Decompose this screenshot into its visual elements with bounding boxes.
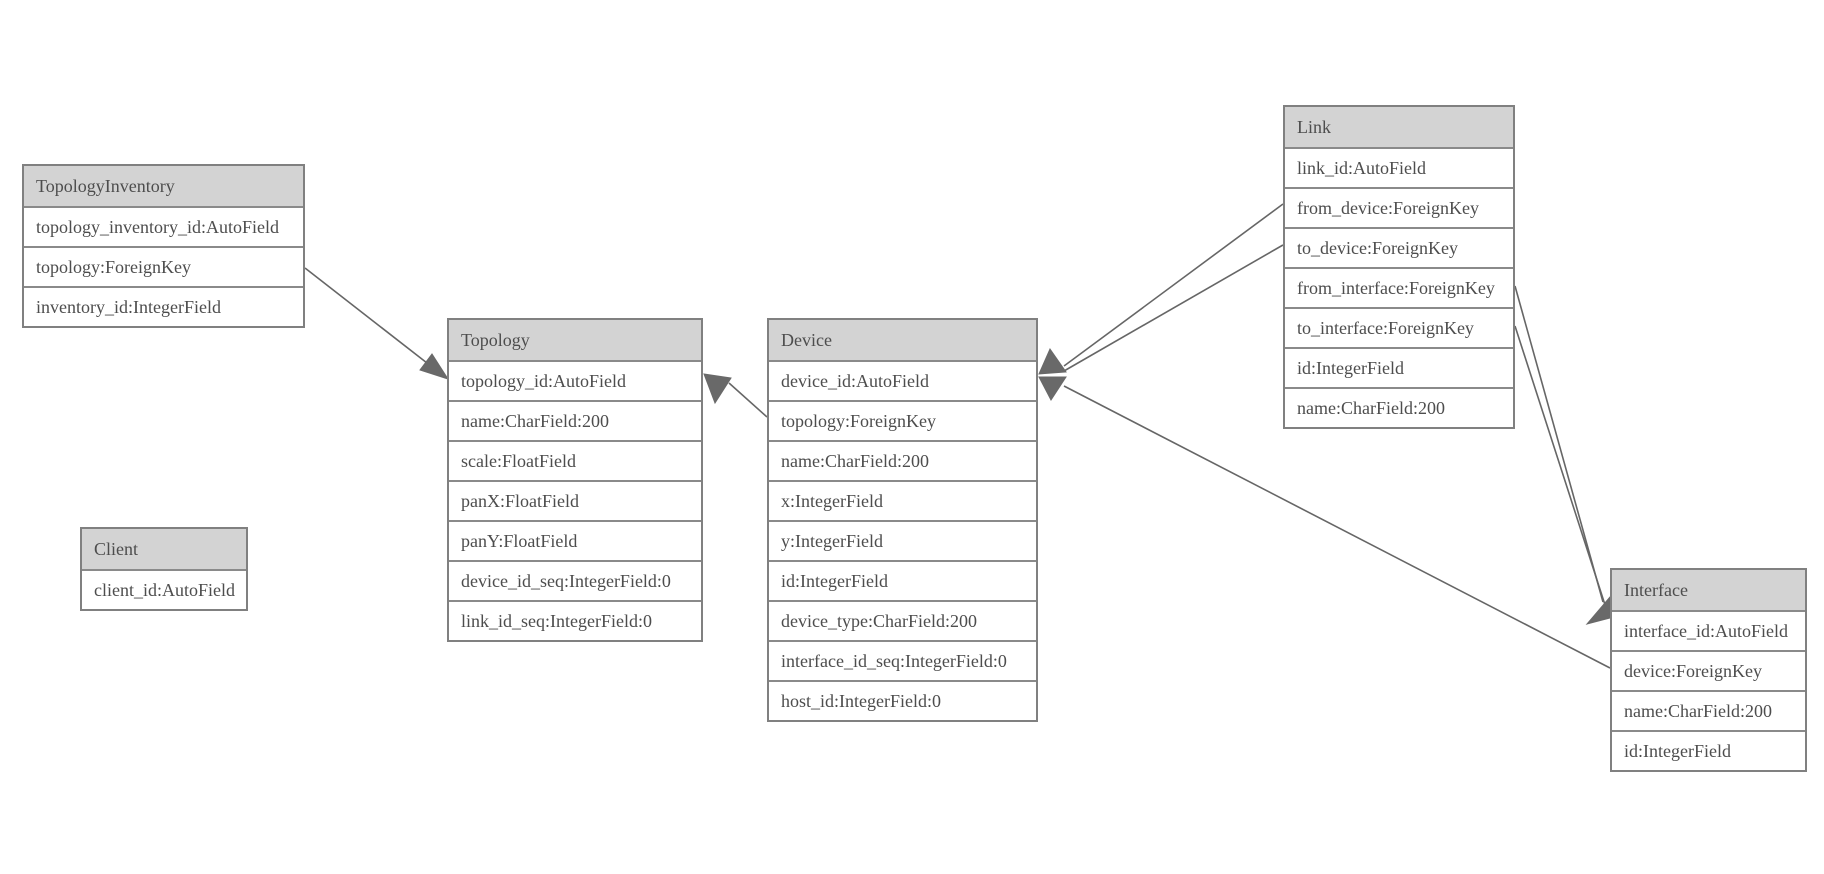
- field-row: topology_inventory_id:AutoField: [24, 206, 303, 246]
- field-row: id:IntegerField: [769, 560, 1036, 600]
- relationship-arrowhead-icon: [1038, 347, 1067, 375]
- relationship-arrowhead-icon: [1585, 595, 1611, 625]
- field-row: scale:FloatField: [449, 440, 701, 480]
- field-row: device_type:CharField:200: [769, 600, 1036, 640]
- field-row: name:CharField:200: [769, 440, 1036, 480]
- entity-title: Client: [82, 529, 246, 569]
- entity-title: Topology: [449, 320, 701, 360]
- entity-title: Link: [1285, 107, 1513, 147]
- field-row: device:ForeignKey: [1612, 650, 1805, 690]
- field-row: interface_id_seq:IntegerField:0: [769, 640, 1036, 680]
- entity-title: Interface: [1612, 570, 1805, 610]
- relationship-line-0: [304, 267, 428, 364]
- field-row: host_id:IntegerField:0: [769, 680, 1036, 720]
- field-row: device_id_seq:IntegerField:0: [449, 560, 701, 600]
- field-row: id:IntegerField: [1612, 730, 1805, 770]
- relationship-line-5: [1514, 285, 1604, 603]
- field-row: interface_id:AutoField: [1612, 610, 1805, 650]
- relationship-line-2: [1063, 203, 1284, 367]
- relationship-line-4: [1063, 385, 1611, 669]
- field-row: inventory_id:IntegerField: [24, 286, 303, 326]
- field-row: name:CharField:200: [1285, 387, 1513, 427]
- field-row: id:IntegerField: [1285, 347, 1513, 387]
- relationship-line-1: [728, 382, 768, 418]
- field-row: from_device:ForeignKey: [1285, 187, 1513, 227]
- field-row: link_id_seq:IntegerField:0: [449, 600, 701, 640]
- field-row: panY:FloatField: [449, 520, 701, 560]
- relationship-arrowhead-icon: [1038, 376, 1067, 401]
- field-row: panX:FloatField: [449, 480, 701, 520]
- field-row: topology_id:AutoField: [449, 360, 701, 400]
- field-row: y:IntegerField: [769, 520, 1036, 560]
- field-row: name:CharField:200: [449, 400, 701, 440]
- field-row: to_interface:ForeignKey: [1285, 307, 1513, 347]
- relationship-line-6: [1514, 325, 1608, 612]
- field-row: client_id:AutoField: [82, 569, 246, 609]
- field-row: device_id:AutoField: [769, 360, 1036, 400]
- relationship-arrowhead-icon: [703, 373, 732, 405]
- field-row: x:IntegerField: [769, 480, 1036, 520]
- field-row: name:CharField:200: [1612, 690, 1805, 730]
- field-row: topology:ForeignKey: [24, 246, 303, 286]
- relationship-line-3: [1063, 244, 1284, 372]
- relationship-arrowhead-icon: [419, 353, 450, 380]
- field-row: link_id:AutoField: [1285, 147, 1513, 187]
- field-row: topology:ForeignKey: [769, 400, 1036, 440]
- entity-title: TopologyInventory: [24, 166, 303, 206]
- field-row: from_interface:ForeignKey: [1285, 267, 1513, 307]
- field-row: to_device:ForeignKey: [1285, 227, 1513, 267]
- entity-title: Device: [769, 320, 1036, 360]
